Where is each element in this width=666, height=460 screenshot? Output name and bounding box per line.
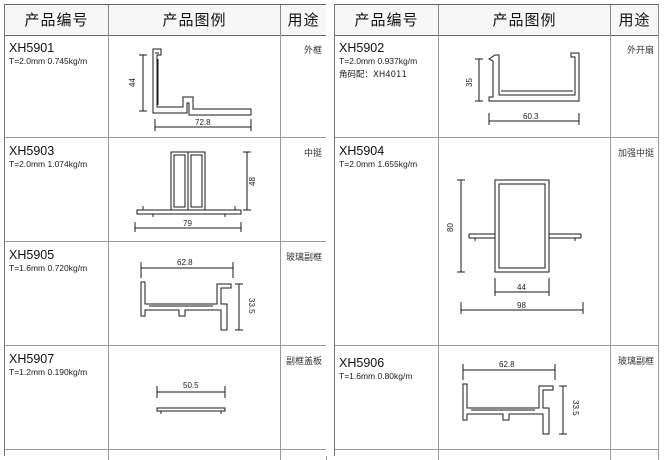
dim-label: 60.3 bbox=[523, 112, 539, 121]
dim-label: 62.8 bbox=[499, 360, 515, 369]
table-row: XH5901 T=2.0mm 0.745kg/m 44 bbox=[5, 35, 327, 138]
dim-label: 44 bbox=[517, 283, 526, 292]
table-row bbox=[335, 450, 659, 460]
header-drawing: 产品图例 bbox=[109, 5, 281, 35]
catalog-table-left: 产品编号 产品图例 用途 XH5901 T=2.0mm 0.745kg/m bbox=[4, 4, 327, 460]
product-code: XH5901 bbox=[9, 41, 55, 55]
product-code: XH5904 bbox=[339, 144, 385, 158]
product-use: 玻璃副框 bbox=[285, 253, 322, 263]
table-row bbox=[5, 450, 327, 460]
profile-drawing: 44 72.8 bbox=[128, 48, 252, 131]
profile-drawing: 62.8 33.5 bbox=[140, 258, 256, 331]
dim-label: 80 bbox=[446, 223, 455, 232]
product-spec: T=1.2mm 0.190kg/m bbox=[9, 367, 88, 377]
profile-drawing: 35 60.3 bbox=[465, 52, 580, 125]
table-header: 产品编号 产品图例 用途 bbox=[5, 4, 327, 36]
profile-drawing: 80 44 98 bbox=[446, 179, 584, 314]
profile-drawing: 50.5 bbox=[156, 381, 226, 414]
table-row: XH5903 T=2.0mm 1.074kg/m bbox=[5, 138, 327, 242]
dim-label: 72.8 bbox=[195, 118, 211, 127]
product-spec: T=2.0mm 0.937kg/m bbox=[339, 56, 418, 66]
product-spec: T=2.0mm 1.074kg/m bbox=[9, 159, 88, 169]
table-row: XH5906 T=1.6mm 0.80kg/m 62.8 bbox=[335, 346, 659, 450]
product-spec: T=2.0mm 0.745kg/m bbox=[9, 56, 88, 66]
table-row: XH5905 T=1.6mm 0.720kg/m 62.8 bbox=[5, 242, 327, 346]
product-use: 副框盖板 bbox=[285, 357, 322, 367]
product-code: XH5906 bbox=[339, 356, 385, 370]
product-drawing: 48 79 bbox=[109, 138, 281, 241]
product-use: 玻璃副框 bbox=[617, 357, 654, 367]
product-use: 外框 bbox=[303, 46, 322, 56]
product-note: 角码配：XH4011 bbox=[339, 70, 407, 80]
header-use: 用途 bbox=[611, 5, 659, 35]
product-code: XH5902 bbox=[339, 41, 385, 55]
dim-label: 50.5 bbox=[183, 381, 199, 390]
table-header: 产品编号 产品图例 用途 bbox=[335, 4, 659, 36]
product-drawing: 62.8 33.5 bbox=[439, 346, 611, 449]
dim-label: 35 bbox=[465, 78, 474, 87]
header-use: 用途 bbox=[281, 5, 327, 35]
header-code: 产品编号 bbox=[5, 5, 109, 35]
product-drawing: 80 44 98 bbox=[439, 138, 611, 345]
dim-label: 33.5 bbox=[571, 400, 580, 416]
product-spec: T=1.6mm 0.720kg/m bbox=[9, 263, 88, 273]
product-drawing: 35 60.3 bbox=[439, 35, 611, 137]
table-row: XH5902 T=2.0mm 0.937kg/m 角码配：XH4011 bbox=[335, 35, 659, 138]
dim-label: 79 bbox=[183, 219, 192, 228]
product-drawing: 44 72.8 bbox=[109, 35, 281, 137]
product-code: XH5905 bbox=[9, 248, 55, 262]
product-spec: T=2.0mm 1.655kg/m bbox=[339, 159, 418, 169]
table-row: XH5907 T=1.2mm 0.190kg/m 50.5 副框盖板 bbox=[5, 346, 327, 450]
product-use: 加强中挺 bbox=[617, 149, 654, 159]
product-use: 中挺 bbox=[303, 149, 322, 159]
table-row: XH5904 T=2.0mm 1.655kg/m bbox=[335, 138, 659, 346]
product-drawing: 50.5 bbox=[109, 346, 281, 449]
profile-drawing: 62.8 33.5 bbox=[462, 360, 580, 435]
product-code: XH5907 bbox=[9, 352, 55, 366]
catalog-table-right: 产品编号 产品图例 用途 XH5902 T=2.0mm 0.937kg/m 角码… bbox=[334, 4, 659, 460]
dim-label: 33.5 bbox=[247, 298, 256, 314]
dim-label: 44 bbox=[128, 78, 137, 87]
dim-label: 62.8 bbox=[177, 258, 193, 267]
product-spec: T=1.6mm 0.80kg/m bbox=[339, 371, 413, 381]
profile-drawing: 48 79 bbox=[134, 151, 257, 232]
dim-label: 98 bbox=[517, 301, 526, 310]
dim-label: 48 bbox=[248, 177, 257, 186]
header-drawing: 产品图例 bbox=[439, 5, 611, 35]
header-code: 产品编号 bbox=[335, 5, 439, 35]
product-use: 外开扇 bbox=[626, 46, 654, 56]
product-drawing: 62.8 33.5 bbox=[109, 242, 281, 345]
product-code: XH5903 bbox=[9, 144, 55, 158]
